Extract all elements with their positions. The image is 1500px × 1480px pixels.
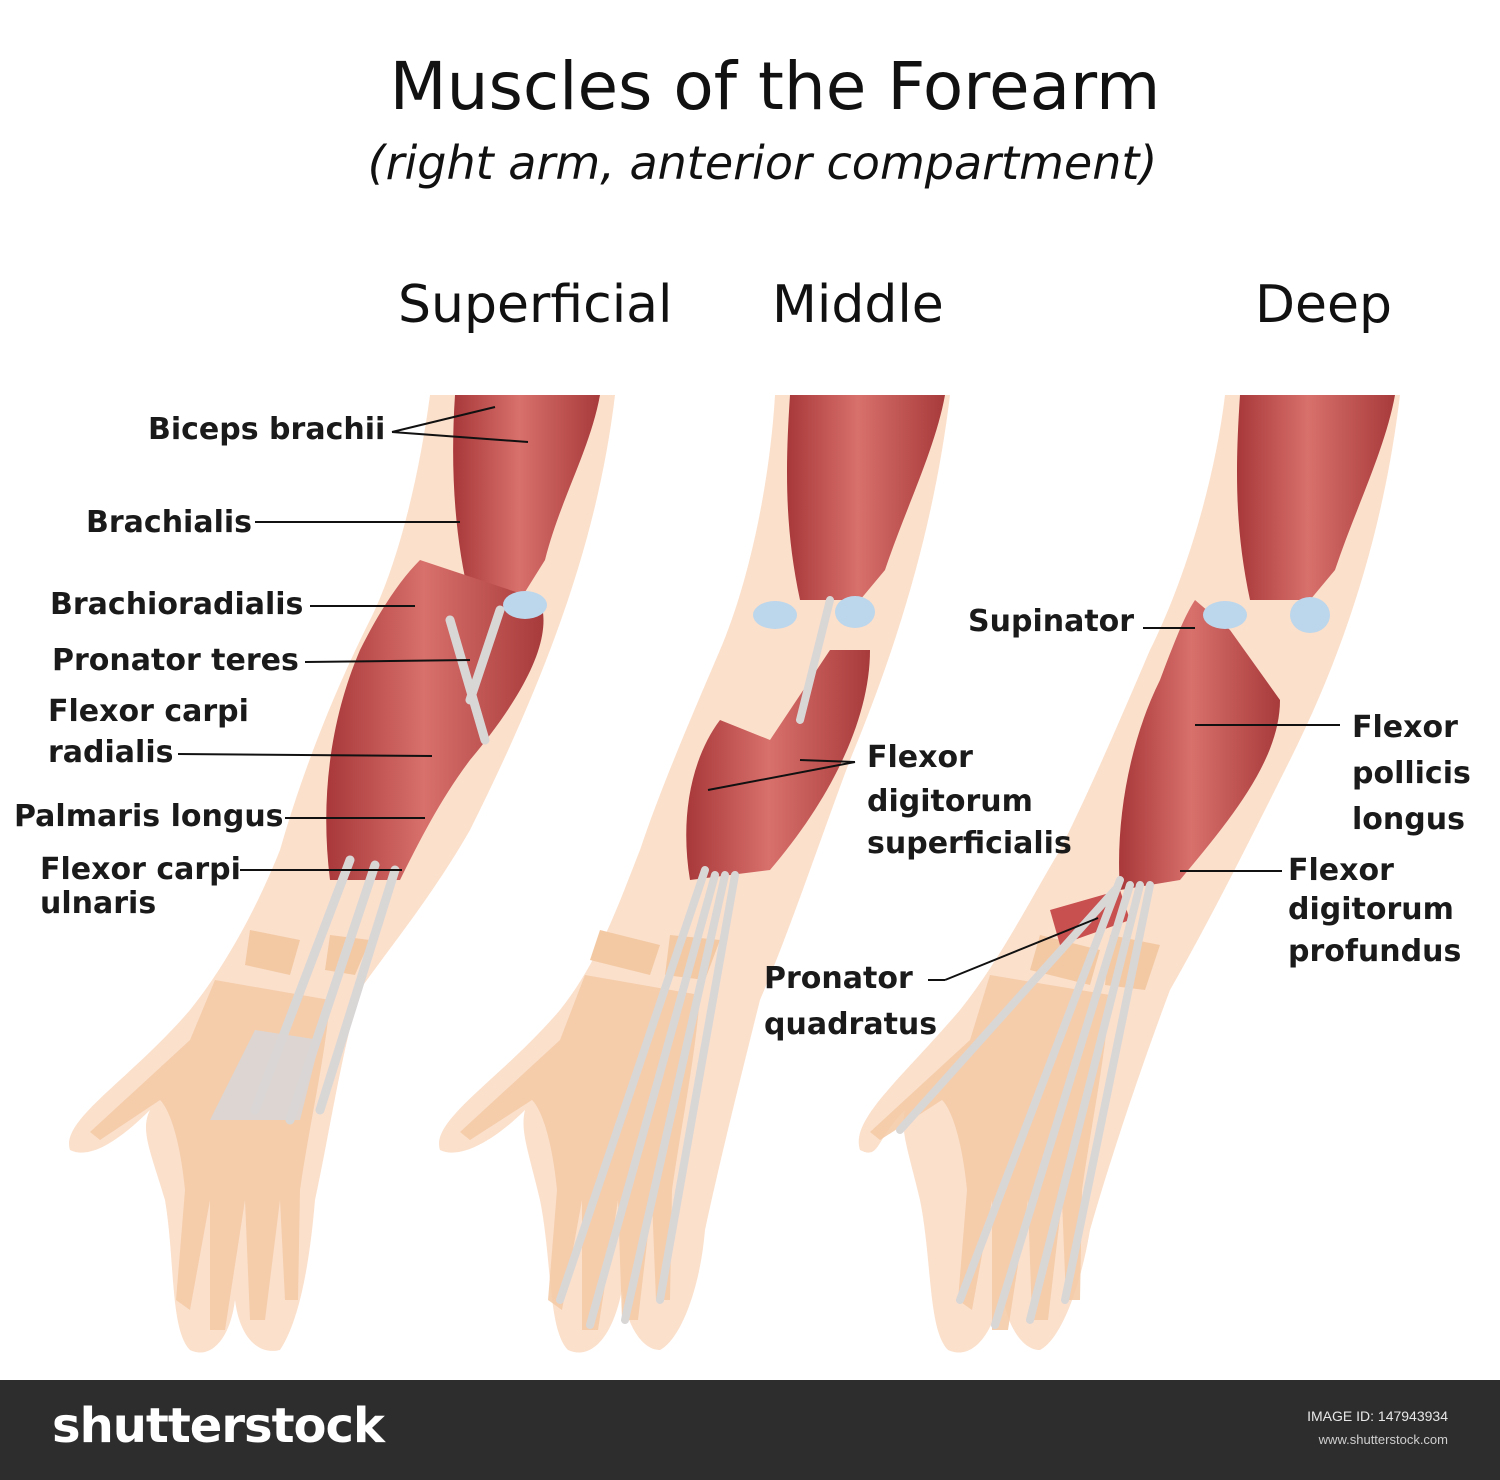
label-supinator: Supinator	[968, 604, 1135, 639]
middle-tendons	[556, 596, 834, 1329]
deep-elbow-cartilage-right	[1290, 597, 1330, 633]
diagram-subtitle: (right arm, anterior compartment)	[367, 136, 1158, 190]
middle-arm	[439, 395, 950, 1353]
superficial-elbow-cartilage	[503, 591, 547, 619]
leader-flexor-carpi-radialis	[177, 753, 433, 757]
label-brachioradialis: Brachioradialis	[50, 587, 304, 622]
label-flexor-carpi-radialis-line2: radialis	[48, 735, 174, 770]
label-fpl-line2: pollicis	[1352, 756, 1471, 791]
leader-fds-b	[707, 761, 856, 791]
footer-bar	[0, 1380, 1500, 1480]
deep-tendons	[896, 876, 1154, 1329]
footer-image-id: IMAGE ID: 147943934	[1307, 1408, 1448, 1424]
middle-biceps	[787, 395, 945, 600]
middle-elbow-cartilage-left	[753, 601, 797, 629]
footer-brand-logo: shutterstock	[52, 1398, 385, 1454]
label-flexor-carpi-radialis-line1: Flexor carpi	[48, 694, 249, 729]
deep-arm	[858, 395, 1400, 1353]
label-flexor-carpi-ulnaris-line2: ulnaris	[40, 886, 157, 921]
label-pronator-quadratus-line1: Pronator	[764, 961, 913, 996]
leader-fds-a	[799, 759, 856, 763]
footer-site-url: www.shutterstock.com	[1318, 1432, 1448, 1447]
label-fdp-line2: digitorum	[1288, 892, 1454, 927]
label-fds-line1: Flexor	[867, 740, 973, 775]
label-biceps-brachii: Biceps brachii	[148, 412, 386, 447]
superficial-biceps	[453, 395, 600, 600]
column-heading-superficial: Superficial	[398, 275, 673, 335]
leader-biceps-b	[391, 431, 529, 443]
label-palmaris-longus: Palmaris longus	[14, 799, 284, 834]
column-heading-deep: Deep	[1255, 275, 1393, 335]
label-fpl-line3: longus	[1352, 802, 1465, 837]
column-heading-middle: Middle	[772, 275, 944, 335]
label-fdp-line3: profundus	[1288, 934, 1462, 969]
diagram-title: Muscles of the Forearm	[389, 48, 1161, 125]
label-brachialis: Brachialis	[86, 505, 252, 540]
deep-elbow-cartilage-left	[1203, 601, 1247, 629]
label-fpl-line1: Flexor	[1352, 710, 1458, 745]
superficial-arm	[69, 395, 615, 1353]
middle-fds-muscle	[686, 650, 870, 880]
leader-biceps-a	[391, 406, 496, 433]
superficial-palmar-aponeurosis	[210, 1030, 320, 1120]
label-flexor-carpi-ulnaris-line1: Flexor carpi	[40, 852, 241, 887]
label-pronator-quadratus-line2: quadratus	[764, 1007, 938, 1042]
leader-pronator-quadratus-b	[944, 917, 1099, 981]
label-pronator-teres: Pronator teres	[52, 643, 299, 678]
middle-elbow-cartilage-right	[835, 596, 875, 628]
superficial-hand-bones	[90, 980, 330, 1330]
label-fds-line2: digitorum	[867, 784, 1033, 819]
leader-lines	[177, 406, 1340, 981]
deep-forearm-muscles	[1119, 600, 1280, 890]
deep-biceps	[1237, 395, 1395, 600]
superficial-tendons	[250, 605, 505, 1125]
leader-pronator-teres	[304, 659, 471, 663]
label-fdp-line1: Flexor	[1288, 853, 1394, 888]
label-fds-line3: superficialis	[867, 826, 1072, 861]
